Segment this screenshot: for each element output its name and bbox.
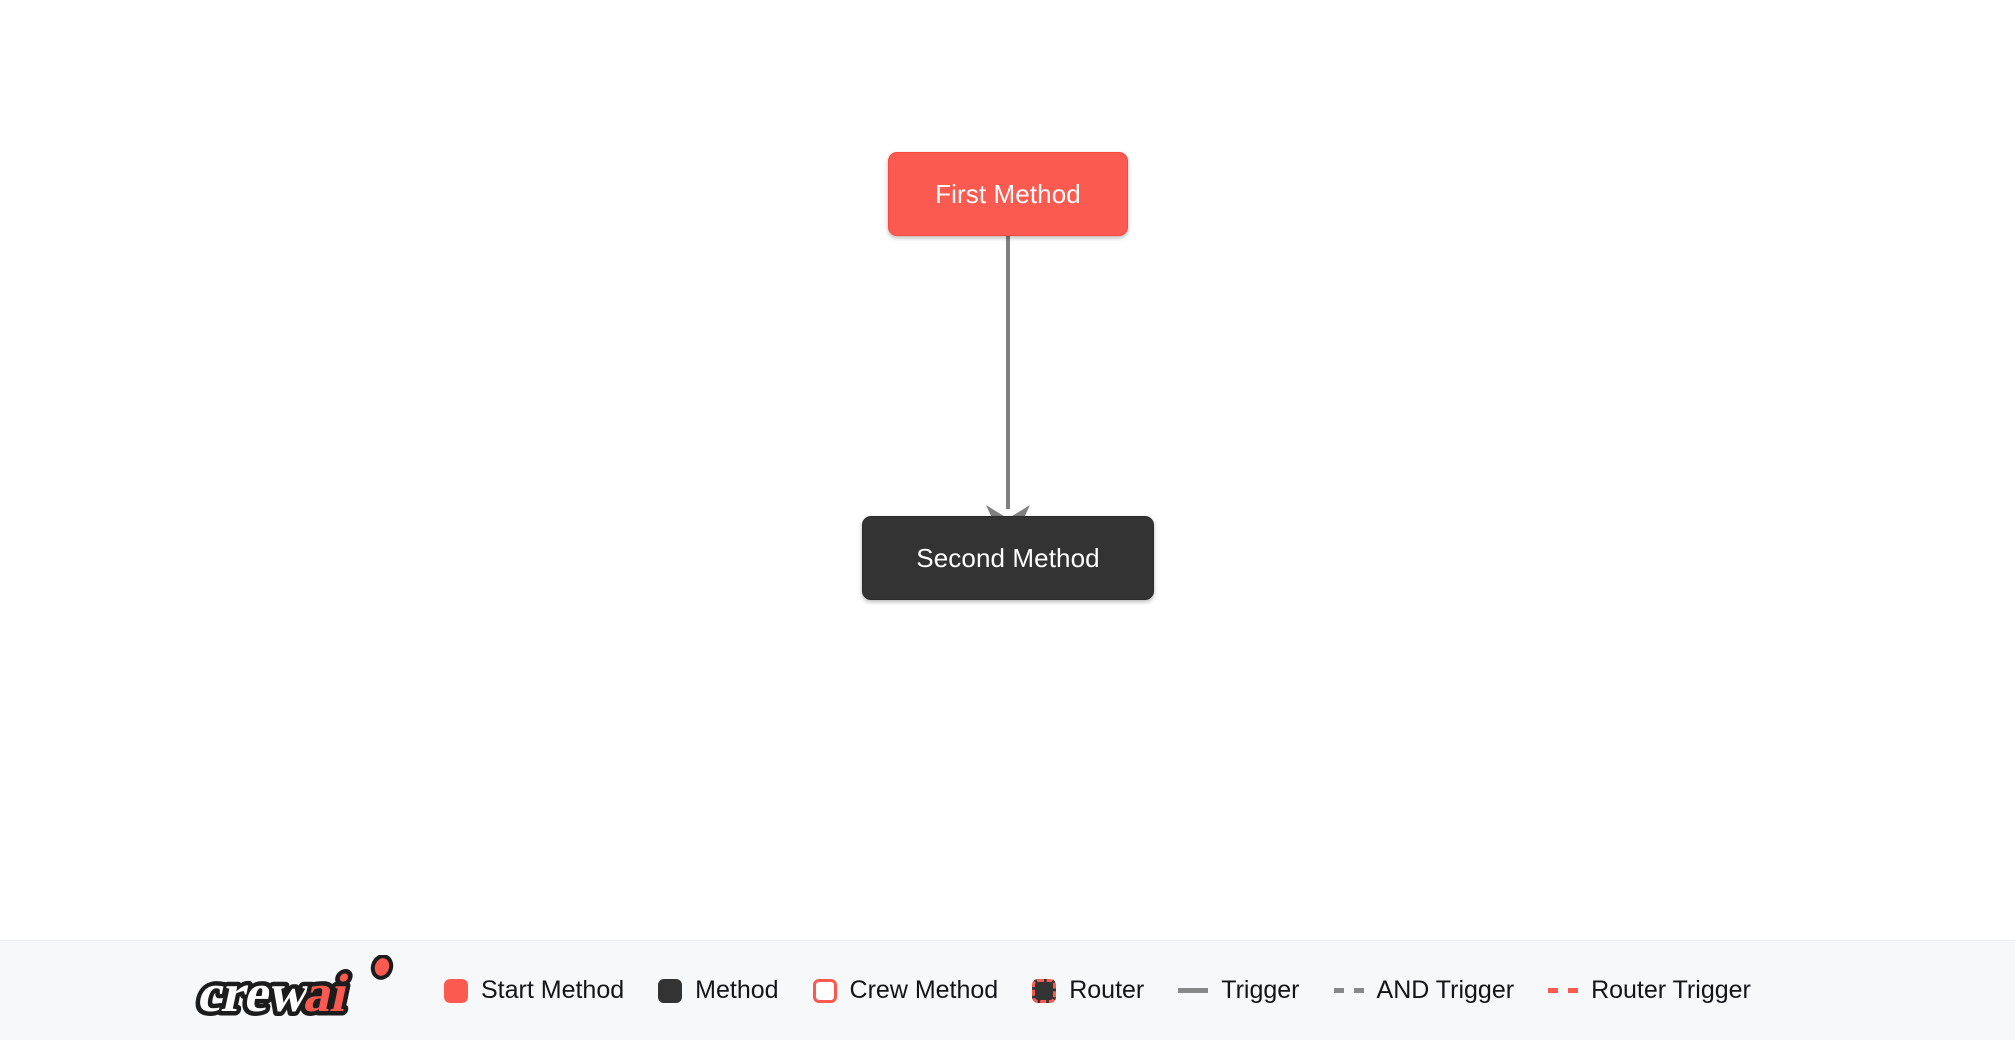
legend-item-start-method: Start Method <box>444 978 624 1003</box>
legend-item-crew-method: Crew Method <box>812 976 999 1004</box>
and-trigger-line-icon <box>1333 988 1364 993</box>
crewai-logo: crew ai <box>189 954 394 1027</box>
flow-node-second-method[interactable]: Second Method <box>862 516 1154 600</box>
flow-node-label: Second Method <box>916 543 1100 573</box>
trigger-line-icon <box>1178 988 1209 993</box>
legend-item-label: Trigger <box>1221 976 1300 1004</box>
edge-layer <box>986 236 1030 553</box>
legend-bar: crew ai Start Method Method Crew Method … <box>0 940 2015 1040</box>
router-trigger-line-icon <box>1548 988 1579 993</box>
legend-item-label: Router <box>1069 976 1145 1004</box>
legend-item-and-trigger: AND Trigger <box>1333 976 1515 1004</box>
legend-item-method: Method <box>658 976 779 1004</box>
legend-items: Start Method Method Crew Method Router T… <box>444 978 1785 1003</box>
svg-text:crew: crew <box>194 962 317 1022</box>
legend-item-label: Method <box>695 976 779 1004</box>
legend-item-label: Start Method <box>481 976 625 1004</box>
flow-canvas[interactable]: First Method Second Method <box>0 0 2015 940</box>
router-swatch-icon <box>1032 978 1057 1003</box>
legend-item-label: AND Trigger <box>1376 976 1515 1004</box>
flow-node-label: First Method <box>935 179 1081 209</box>
start-method-swatch-icon <box>444 978 468 1003</box>
legend-item-label: Crew Method <box>849 976 999 1004</box>
legend-item-label: Router Trigger <box>1591 976 1751 1004</box>
legend-item-router: Router <box>1032 978 1144 1003</box>
legend-item-trigger: Trigger <box>1178 976 1300 1004</box>
flow-node-first-method[interactable]: First Method <box>888 152 1128 236</box>
legend-item-router-trigger: Router Trigger <box>1548 978 1751 1003</box>
method-swatch-icon <box>658 978 683 1003</box>
crew-method-swatch-icon <box>812 978 837 1003</box>
